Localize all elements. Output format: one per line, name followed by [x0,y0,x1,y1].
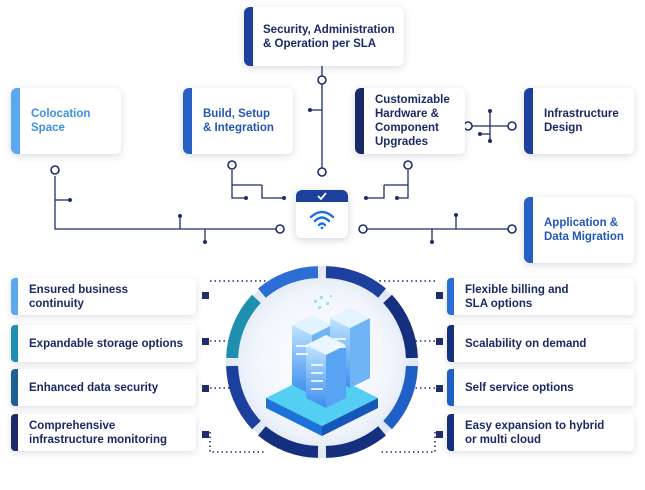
feature-data-security: Enhanced data security [11,369,196,406]
card-accent-bar [524,197,533,263]
service-label: Security, Administration & Operation per… [263,23,395,50]
feature-label: Scalability on demand [465,337,587,350]
service-infrastructure-card: Infrastructure Design [524,88,634,154]
feature-self-service: Self service options [447,369,634,406]
server-rack-icon [266,295,378,436]
card-accent-bar [183,88,192,154]
service-label: Application & Data Migration [544,217,624,243]
feature-hybrid-cloud: Easy expansion to hybrid or multi cloud [447,414,634,451]
feature-accent-bar [447,325,454,362]
card-accent-bar [355,88,364,154]
service-label: Build, Setup & Integration [203,108,274,134]
feature-scalability: Scalability on demand [447,325,634,362]
service-build-card: Build, Setup & Integration [183,88,293,154]
feature-expandable-storage: Expandable storage options [11,325,196,362]
service-label: Infrastructure Design [544,108,619,134]
feature-accent-bar [11,369,18,406]
service-label: Colocation Space [31,108,91,134]
feature-accent-bar [11,414,18,451]
service-customizable-card: Customizable Hardware & Component Upgrad… [355,88,465,154]
service-label: Customizable Hardware & Component Upgrad… [375,94,450,148]
hub-box [296,190,348,238]
service-migration-card: Application & Data Migration [524,197,634,263]
check-icon [317,192,327,200]
feature-label: Ensured business continuity [29,283,129,310]
feature-label: Flexible billing and SLA options [465,283,569,310]
service-colocation-card: Colocation Space [11,88,121,154]
feature-label: Expandable storage options [29,337,183,350]
feature-label: Easy expansion to hybrid or multi cloud [465,419,605,446]
feature-accent-bar [447,369,454,406]
feature-label: Self service options [465,381,574,394]
feature-accent-bar [447,278,454,315]
service-security-card: Security, Administration & Operation per… [244,7,404,66]
card-accent-bar [244,7,253,66]
hub-tab [296,190,348,202]
feature-accent-bar [11,325,18,362]
card-accent-bar [524,88,533,154]
feature-label: Comprehensive infrastructure monitoring [29,419,168,446]
card-accent-bar [11,88,20,154]
feature-accent-bar [11,278,18,315]
feature-infrastructure-monitoring: Comprehensive infrastructure monitoring [11,414,196,451]
feature-label: Enhanced data security [29,381,159,394]
feature-business-continuity: Ensured business continuity [11,278,196,315]
wifi-icon [309,210,335,229]
feature-flexible-billing: Flexible billing and SLA options [447,278,634,315]
feature-accent-bar [447,414,454,451]
